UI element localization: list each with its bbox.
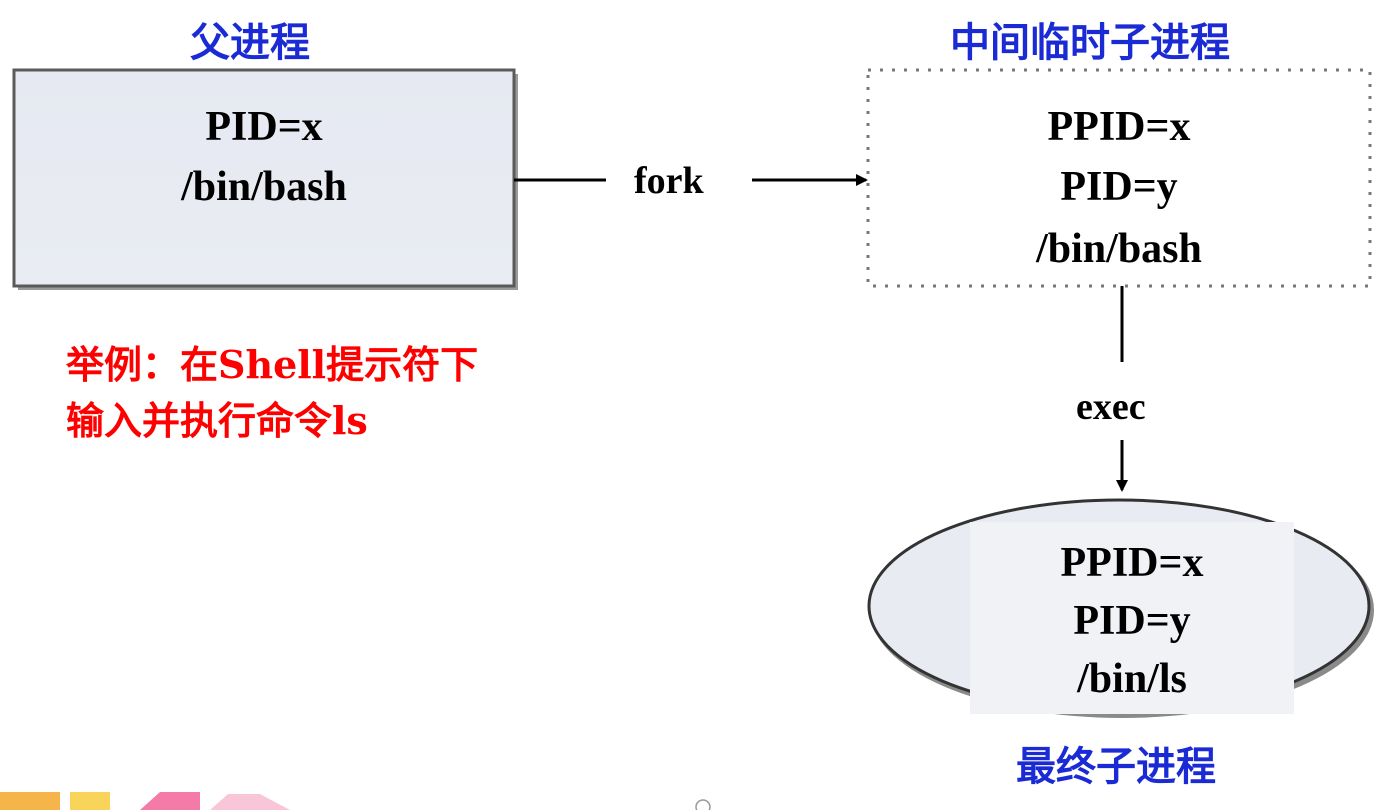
parent-title: 父进程	[190, 19, 310, 66]
parent-box	[12, 68, 516, 288]
intermediate-pid: PID=y	[1060, 164, 1178, 210]
exec-label: exec	[1076, 386, 1146, 428]
fork-label: fork	[634, 160, 704, 202]
final-program: /bin/ls	[1077, 656, 1187, 702]
parent-program: /bin/bash	[181, 164, 347, 210]
intermediate-ppid: PPID=x	[1047, 104, 1191, 150]
intermediate-program: /bin/bash	[1036, 226, 1202, 272]
intermediate-title: 中间临时子进程	[950, 19, 1230, 66]
example-note-line-2: 输入并执行命令ls	[66, 398, 368, 443]
decorative-logo-fragment	[0, 792, 290, 810]
intermediate-box	[866, 68, 1372, 288]
example-note-line-1: 举例：在Shell提示符下	[66, 342, 479, 387]
final-oval-panel	[970, 522, 1294, 714]
final-ppid: PPID=x	[1060, 540, 1204, 586]
final-title: 最终子进程	[1016, 743, 1216, 790]
final-pid: PID=y	[1073, 598, 1191, 644]
parent-pid: PID=x	[205, 104, 323, 150]
page-marker-icon	[695, 799, 711, 810]
